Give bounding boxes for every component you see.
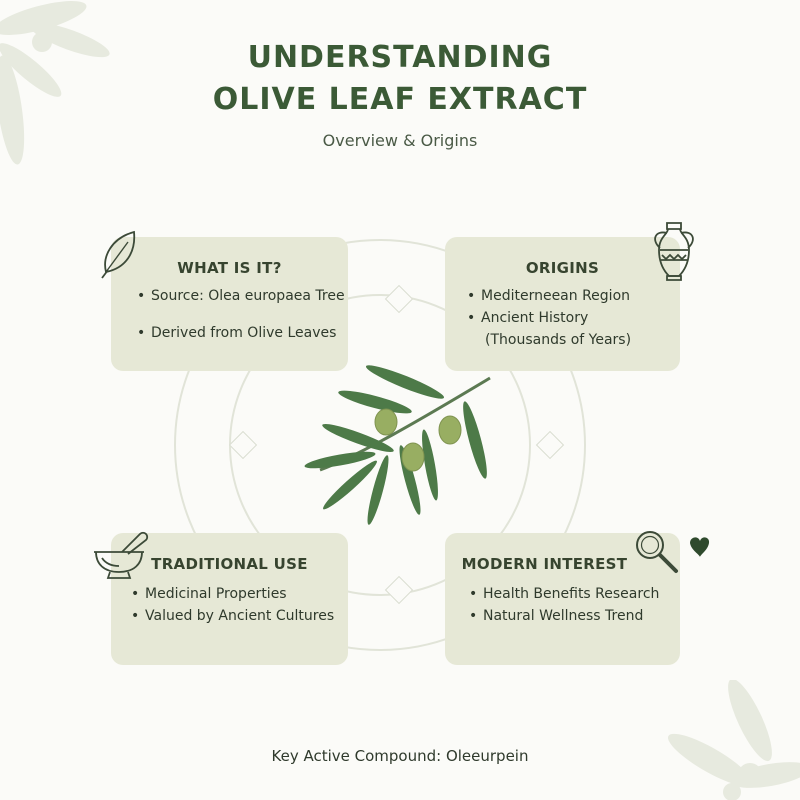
card-traditional-use: TRADITIONAL USE Medicinal Properties Val…: [111, 533, 348, 665]
card-origins: ORIGINS Mediterneean Region Ancient Hist…: [445, 237, 680, 371]
olive-branch-illustration: [304, 365, 491, 525]
list-item-continuation: (Thousands of Years): [485, 332, 632, 348]
list-item: Mediterneean Region: [467, 285, 631, 307]
list-item: Derived from Olive Leaves: [137, 322, 345, 344]
list-item: Health Benefits Research: [469, 583, 659, 605]
page-title-line2: OLIVE LEAF EXTRACT: [212, 82, 588, 117]
list-item: Source: Olea europaea Tree: [137, 285, 345, 307]
list-item: Ancient History: [467, 307, 631, 329]
card-title-what-is-it: WHAT IS IT?: [177, 259, 282, 277]
what-is-it-list: Source: Olea europaea Tree Derived from …: [137, 285, 345, 344]
amphora-icon: [654, 222, 694, 281]
corner-leaves-bottom-right: [668, 680, 800, 800]
page-subtitle: Overview & Origins: [322, 131, 478, 150]
magnifier-heart-icon: [636, 531, 710, 573]
card-title-origins: ORIGINS: [525, 259, 600, 277]
corner-leaves-top-left: [0, 1, 110, 165]
key-compound-footer: Key Active Compound: Oleeurpein: [271, 747, 529, 765]
leaf-icon: [101, 230, 136, 279]
traditional-use-list: Medicinal Properties Valued by Ancient C…: [131, 583, 334, 627]
list-item: Valued by Ancient Cultures: [131, 605, 334, 627]
card-title-traditional-use: TRADITIONAL USE: [151, 555, 308, 573]
card-what-is-it: WHAT IS IT? Source: Olea europaea Tree D…: [111, 237, 348, 371]
list-item: Natural Wellness Trend: [469, 605, 659, 627]
card-title-modern-interest: MODERN INTEREST: [461, 555, 628, 573]
origins-list: Mediterneean Region Ancient History (Tho…: [467, 285, 631, 351]
list-item: Medicinal Properties: [131, 583, 334, 605]
modern-interest-list: Health Benefits Research Natural Wellnes…: [469, 583, 659, 627]
page-title-line1: UNDERSTANDING: [247, 40, 553, 75]
mortar-pestle-icon: [94, 531, 149, 579]
